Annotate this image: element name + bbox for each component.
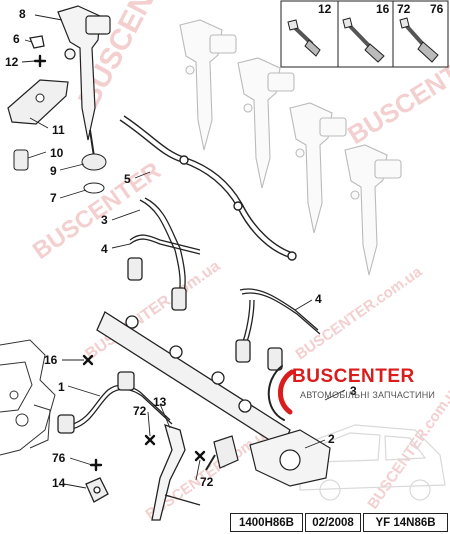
svg-text:BUSCENTER.com.ua: BUSCENTER.com.ua	[293, 263, 426, 363]
callout-9: 9	[50, 164, 57, 178]
callout-16: 16	[44, 353, 58, 367]
footer-ref: 1400H86B	[230, 513, 303, 532]
bolt-72-76-icon	[399, 17, 439, 63]
callout-7: 7	[50, 191, 57, 205]
sleeve-10	[13, 149, 29, 171]
callout-13: 13	[153, 395, 167, 409]
clip-14	[85, 477, 109, 503]
callout-12: 12	[5, 55, 19, 69]
injector-3	[289, 102, 347, 234]
bracket-13	[151, 423, 201, 521]
engine-block	[0, 339, 56, 456]
injector-detail	[57, 5, 111, 171]
callout-4: 4	[101, 242, 108, 256]
callouts: 8 6 12 11 10 9 7 5 3 4 4 16 1 72 13 76 1…	[5, 7, 357, 490]
hp-pipes-right	[235, 288, 321, 371]
bolt-16-icon	[342, 17, 385, 63]
injectors-row	[179, 19, 402, 276]
injector-2	[237, 57, 295, 189]
callout-72: 72	[133, 404, 147, 418]
callout-4b: 4	[315, 292, 322, 306]
callout-1: 1	[58, 380, 65, 394]
hp-pipes-left	[127, 197, 201, 311]
legend-label-76: 76	[430, 2, 444, 16]
leader-lines	[21, 14, 346, 489]
fuel-pump-2	[249, 429, 331, 487]
marker-72-icon	[144, 434, 156, 446]
callout-2: 2	[328, 432, 335, 446]
callout-5: 5	[124, 172, 131, 186]
brand-logo-icon	[267, 365, 295, 421]
return-pipe-5	[119, 115, 297, 261]
bolt-legend: 12 16 72 76	[280, 0, 449, 68]
callout-8: 8	[19, 7, 26, 21]
marker-12-icon	[33, 54, 47, 68]
injector-1	[179, 19, 237, 151]
feed-pipe-1	[57, 371, 173, 434]
bolt-12-icon	[287, 19, 321, 57]
marker-16-icon	[82, 354, 94, 366]
brand-name: BUSCENTER	[292, 366, 415, 387]
footer-date: 02/2008	[305, 513, 361, 532]
legend-label-16: 16	[376, 2, 390, 16]
callout-3: 3	[101, 213, 108, 227]
marker-72b-icon	[194, 450, 206, 462]
legend-label-72: 72	[397, 2, 411, 16]
marker-76-icon	[89, 458, 103, 472]
callout-6: 6	[13, 32, 20, 46]
legend-label-12: 12	[318, 2, 332, 16]
callout-76: 76	[52, 451, 66, 465]
brand-subtitle: АВТОМОБІЛЬНІ ЗАПЧАСТИНИ	[300, 390, 436, 400]
callout-11: 11	[52, 123, 65, 137]
callout-10: 10	[50, 146, 64, 160]
pressure-sensor	[205, 435, 239, 471]
seal-9	[81, 153, 107, 171]
callout-72b: 72	[200, 475, 214, 489]
callout-3b: 3	[350, 384, 357, 398]
clip-6	[29, 35, 45, 49]
svg-text:BUSCENTER: BUSCENTER	[28, 157, 166, 265]
washer-7	[83, 182, 105, 194]
bolt-markers	[33, 54, 206, 472]
callout-14: 14	[52, 476, 66, 490]
footer-model: YF 14N86B	[363, 513, 448, 532]
injector-4	[344, 144, 402, 276]
